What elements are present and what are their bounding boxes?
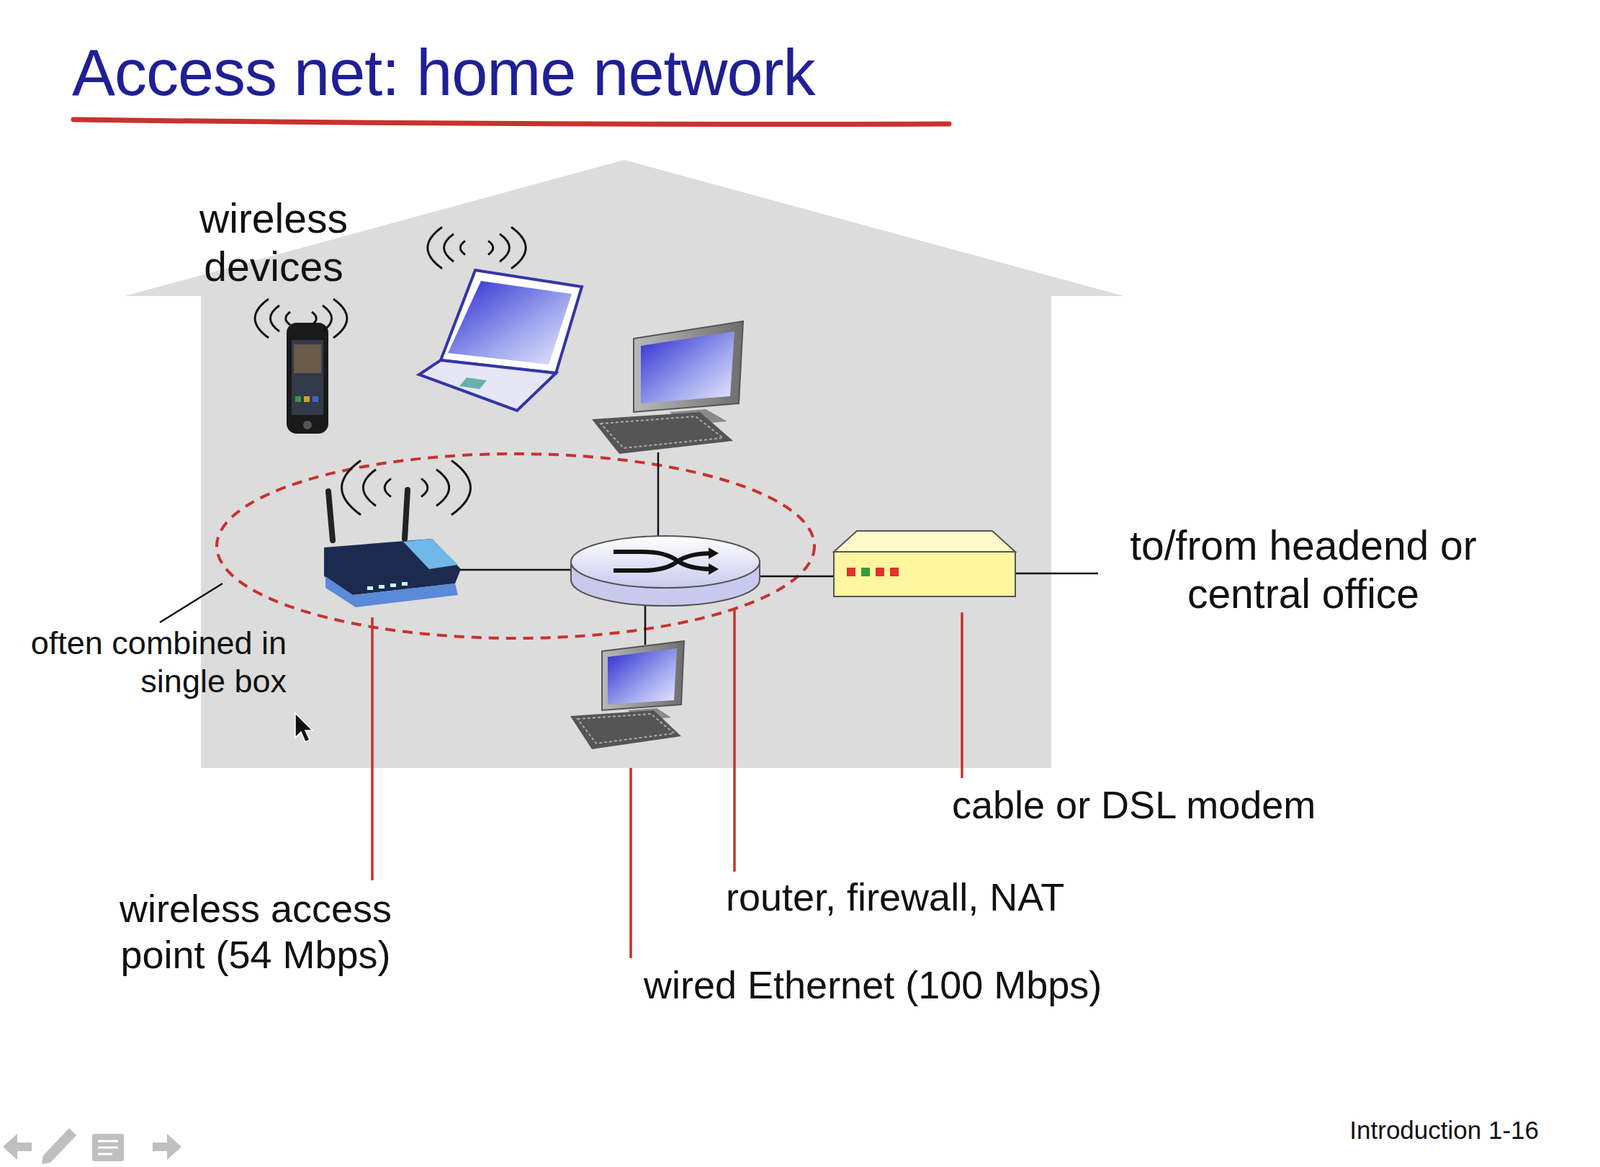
- slide-nav-icons: [2, 1127, 182, 1164]
- connection-label: to/from headend or central office: [1101, 521, 1505, 619]
- combined-box-ellipse: [216, 453, 815, 638]
- leader-line: [159, 583, 223, 623]
- wires: [459, 452, 1099, 645]
- part-label: wired Ethernet (100 Mbps): [643, 962, 1102, 1009]
- cable-modem: [833, 530, 1016, 597]
- slide-nav-lines: [97, 1140, 119, 1154]
- laptop-icon: [419, 270, 582, 411]
- wireless-access-point: [324, 489, 461, 608]
- callout-note: often combined in single box: [28, 623, 287, 700]
- part-label: cable or DSL modem: [951, 781, 1316, 829]
- desktop-computer: [570, 640, 685, 749]
- desktop-computer: [591, 321, 744, 454]
- router-icon: [571, 535, 760, 606]
- slide-title: Access net: home network: [72, 34, 815, 111]
- title-underline: [73, 119, 950, 124]
- phone-icon: [286, 322, 329, 434]
- slide-number: Introduction 1-16: [1296, 1114, 1539, 1145]
- part-label: wireless access point (54 Mbps): [93, 885, 418, 978]
- part-label: router, firewall, NAT: [725, 874, 1065, 921]
- mouse-cursor: [295, 712, 313, 742]
- device-group-label: wireless devices: [176, 194, 371, 292]
